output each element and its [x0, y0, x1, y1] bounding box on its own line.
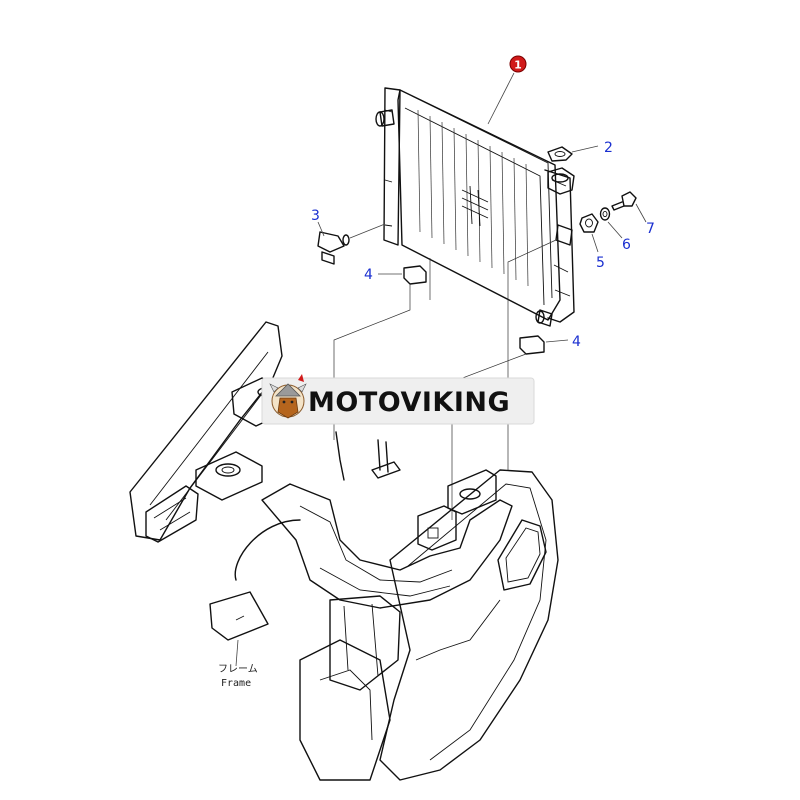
- watermark-text: MOTOVIKING: [308, 387, 510, 418]
- frame-assembly: [129, 321, 559, 781]
- part-6-washer: [599, 207, 623, 239]
- part-2-cap: [547, 145, 599, 162]
- callout-5: 5: [596, 255, 605, 271]
- callout-4a: 4: [364, 267, 373, 283]
- callout-3: 3: [311, 208, 320, 224]
- part-4-cushion-lower: [519, 335, 569, 355]
- part-7-bolt: [611, 191, 647, 223]
- frame-label: フレーム Frame: [218, 639, 258, 689]
- watermark-banner: MOTOVIKING: [261, 374, 535, 425]
- viking-logo-icon: [269, 374, 307, 419]
- callout-6: 6: [622, 237, 631, 253]
- radiator: [375, 87, 575, 327]
- callout-7: 7: [646, 221, 655, 237]
- frame-label-en: Frame: [221, 678, 251, 689]
- callout-2: 2: [604, 140, 613, 156]
- part-5-nut: [579, 213, 599, 253]
- callout-1: 1: [514, 59, 522, 72]
- frame-label-jp: フレーム: [218, 663, 258, 675]
- red-marker-1: 1: [487, 55, 527, 125]
- part-4-cushion-upper: [378, 265, 427, 285]
- part-3-valve: [317, 221, 386, 265]
- callout-4b: 4: [572, 334, 581, 350]
